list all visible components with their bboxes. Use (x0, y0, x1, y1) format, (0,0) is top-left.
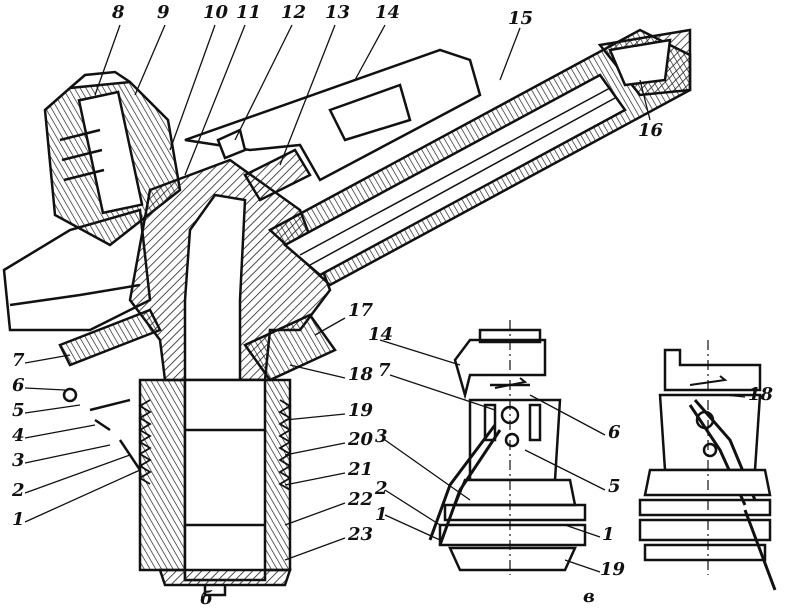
view-c-drawing (638, 340, 777, 591)
view-b-callout-2: 2 (375, 478, 388, 499)
view-b-callout-14: 14 (368, 324, 394, 345)
view-letter-b: б (200, 588, 213, 609)
callout-18: 18 (348, 364, 374, 385)
callout-6: 6 (12, 375, 25, 396)
view-b-callout-1: 1 (375, 504, 388, 525)
callout-16: 16 (638, 120, 664, 141)
callout-15: 15 (508, 8, 534, 29)
callout-14: 14 (375, 2, 401, 23)
callout-12: 12 (281, 2, 307, 23)
main-sprinkler-section (2, 28, 692, 597)
callout-13: 13 (325, 2, 351, 23)
callout-8: 8 (112, 2, 125, 23)
leader-lines (24, 24, 746, 573)
callout-5: 5 (12, 400, 25, 421)
view-b-callout-5: 5 (608, 476, 621, 497)
callout-3: 3 (12, 450, 25, 471)
callout-10: 10 (203, 2, 229, 23)
view-b-callout-6: 6 (608, 422, 621, 443)
view-letter-c: в (583, 586, 595, 607)
callout-17: 17 (348, 300, 374, 321)
callout-7: 7 (12, 350, 25, 371)
callout-2: 2 (12, 480, 25, 501)
callout-19: 19 (348, 400, 374, 421)
view-b-callout-3: 3 (375, 426, 388, 447)
view-b-callout-1b: 1 (602, 524, 615, 545)
callout-23: 23 (348, 524, 374, 545)
callout-22: 22 (348, 489, 374, 510)
callout-4: 4 (12, 425, 25, 446)
view-b-drawing (428, 320, 587, 575)
callout-11: 11 (236, 2, 262, 23)
callout-9: 9 (157, 2, 170, 23)
callout-20: 20 (348, 429, 374, 450)
callout-1: 1 (12, 509, 25, 530)
view-b-callout-7: 7 (378, 360, 391, 381)
view-c-callout-18: 18 (748, 384, 774, 405)
view-b-callout-19: 19 (600, 559, 626, 580)
callout-21: 21 (348, 459, 374, 480)
